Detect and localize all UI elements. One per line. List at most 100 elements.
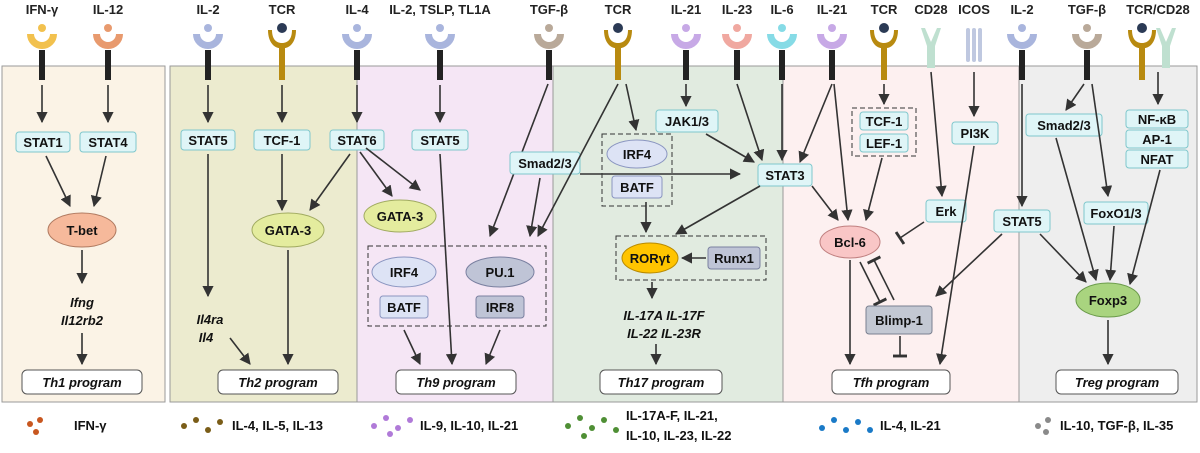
blimp1-box <box>865 305 933 335</box>
arrow <box>309 153 351 211</box>
ligand-il21: IL-21 <box>817 2 847 17</box>
stat6-label: STAT6 <box>337 133 376 148</box>
arrow <box>736 83 765 162</box>
arrow <box>90 155 107 208</box>
ligand-tcr: TCR <box>605 2 632 17</box>
th9-cytokines: IL-9, IL-10, IL-21 <box>420 418 518 433</box>
th2-cytokines: IL-4, IL-5, IL-13 <box>232 418 323 433</box>
ligand-il2: IL-2 <box>1010 2 1033 17</box>
inhibition-line <box>859 261 888 307</box>
jak-box <box>655 109 719 133</box>
tfh-lef1-box <box>859 133 909 153</box>
arrow <box>1105 225 1117 282</box>
th9-program-label: Th9 program <box>416 375 496 390</box>
th9-batf-box <box>379 295 429 319</box>
ligand-tcr: TCR <box>871 2 898 17</box>
gene-ifng: Ifng <box>70 295 94 310</box>
ligand-tgfb: TGF-β <box>530 2 568 17</box>
tcf-lef-complex <box>851 107 917 157</box>
gene-il12rb2: Il12rb2 <box>61 313 104 328</box>
arrow <box>811 185 839 221</box>
th1-program-box <box>21 369 143 395</box>
th9-irf8-box <box>475 295 525 319</box>
cytokine-dots-icon <box>565 415 619 439</box>
arrow <box>45 155 71 208</box>
th9-irf4-node <box>371 256 437 288</box>
stat1-label: STAT1 <box>23 135 62 150</box>
cytokine-dots-icon <box>27 417 43 435</box>
stat3-label: STAT3 <box>765 168 804 183</box>
th17-rorgt-complex <box>615 235 767 281</box>
treg-program-label: Treg program <box>1075 375 1160 390</box>
th9-panel <box>356 65 554 403</box>
bcl6-label: Bcl-6 <box>834 235 866 250</box>
arrow <box>863 157 883 222</box>
tbet-node <box>47 212 117 248</box>
th17-irf4-label: IRF4 <box>623 147 652 162</box>
arrow <box>1127 169 1161 286</box>
th2-program-label: Th2 program <box>238 375 318 390</box>
tfh-tcf1-box <box>859 111 909 131</box>
cytokine-dots-icon <box>181 417 223 433</box>
nfkb-box <box>1125 109 1189 129</box>
runx1-label: Runx1 <box>714 251 754 266</box>
ligand-il21: IL-21 <box>671 2 701 17</box>
ligand-tgfb: TGF-β <box>1068 2 1106 17</box>
pi3k-label: PI3K <box>961 126 991 141</box>
arrow <box>675 185 761 235</box>
th17-batf-box <box>611 175 663 199</box>
ligand-ifng: IFN-γ <box>26 2 59 17</box>
tfh-cytokines: IL-4, IL-21 <box>880 418 941 433</box>
arrow <box>229 337 251 365</box>
th2-program-box <box>217 369 339 395</box>
stat4-box <box>79 131 137 153</box>
th9-gata3-node <box>363 199 437 233</box>
tbet-label: T-bet <box>66 223 98 238</box>
cytokine-dots-icon <box>371 415 413 437</box>
arrow <box>625 83 640 132</box>
arrow <box>403 329 421 366</box>
gene-il4ra: Il4ra <box>197 312 224 327</box>
arrow <box>935 233 1003 297</box>
stat6-box <box>329 129 385 151</box>
arrow <box>930 71 947 198</box>
stat5-box <box>180 129 236 151</box>
tfh-program-label: Tfh program <box>853 375 930 390</box>
ap1-box <box>1125 129 1189 149</box>
th9-smad-box <box>509 151 581 175</box>
arrow <box>484 329 501 366</box>
ligand-tcr: TCR <box>269 2 296 17</box>
th9-batf-label: BATF <box>387 300 421 315</box>
pi3k-box <box>951 121 999 145</box>
th1-program-label: Th1 program <box>42 375 122 390</box>
treg-cytokines: IL-10, TGF-β, IL-35 <box>1060 418 1173 433</box>
foxp3-node <box>1075 282 1141 318</box>
ligand-il12: IL-12 <box>93 2 123 17</box>
stat5-label: STAT5 <box>188 133 227 148</box>
th17-irf4-node <box>606 139 668 169</box>
th9-irf8-label: IRF8 <box>486 300 514 315</box>
cd28-receptor-icon <box>1156 28 1176 68</box>
th17-irf4-batf-complex <box>601 133 673 207</box>
cytokine-dots-icon <box>819 417 873 433</box>
th9-pu1-label: PU.1 <box>486 265 515 280</box>
rorgt-label: RORγt <box>630 251 671 266</box>
arrow <box>1065 83 1085 111</box>
th17-batf-label: BATF <box>620 180 654 195</box>
arrow <box>359 151 393 197</box>
cd28-receptor-icon <box>921 28 941 68</box>
nfat-label: NFAT <box>1141 152 1174 167</box>
stat3-box <box>757 163 813 187</box>
ligand-il23: IL-23 <box>722 2 752 17</box>
th17-cytokines-line2: IL-10, IL-23, IL-22 <box>626 428 731 443</box>
stat1-box <box>15 131 71 153</box>
th17-program-label: Th17 program <box>618 375 705 390</box>
th9-pu1-node <box>465 256 535 288</box>
nfat-box <box>1125 149 1189 169</box>
th9-stat5-box <box>411 129 469 151</box>
tcf1-label: TCF-1 <box>264 133 301 148</box>
erk-box <box>925 199 967 223</box>
foxo-label: FoxO1/3 <box>1090 206 1141 221</box>
ap1-label: AP-1 <box>1142 132 1172 147</box>
tfh-program-box <box>831 369 951 395</box>
